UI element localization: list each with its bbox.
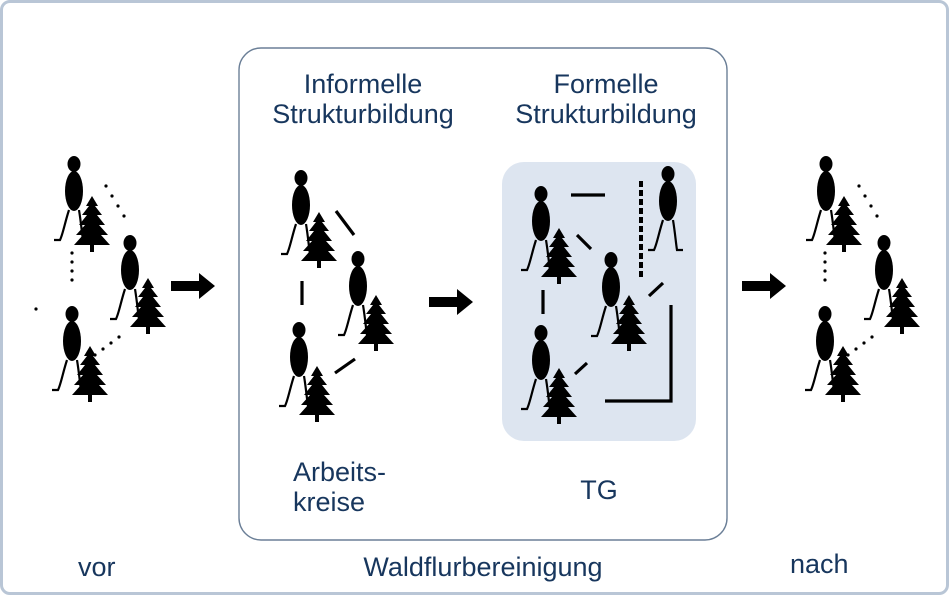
tree-icon: [130, 278, 166, 334]
formal-heading-line2: Strukturbildung: [515, 99, 697, 129]
formal-heading: Formelle Strukturbildung: [491, 69, 721, 129]
group-formal: [519, 164, 685, 424]
diagram-canvas: [34, 47, 920, 541]
dotted-link: [34, 184, 126, 357]
arrow-right-icon: [742, 273, 786, 299]
label-process: Waldflurbereinigung: [363, 552, 603, 582]
label-after: nach: [790, 549, 849, 579]
informal-heading: Informelle Strukturbildung: [249, 69, 477, 129]
tree-icon: [299, 366, 335, 422]
informal-heading-line1: Informelle: [303, 69, 423, 99]
group-before: [34, 154, 166, 402]
connection-line: [300, 210, 356, 375]
informal-caption-line2: kreise: [293, 487, 366, 517]
informal-caption-line1: Arbeits-: [293, 457, 387, 487]
label-before: vor: [78, 552, 116, 582]
formal-caption: TG: [580, 475, 618, 505]
tree-icon: [884, 278, 920, 334]
tree-icon: [358, 295, 394, 351]
formal-heading-line1: Formelle: [553, 69, 659, 99]
arrow-right-icon: [171, 273, 215, 299]
informal-heading-line2: Strukturbildung: [272, 99, 454, 129]
process-box: [238, 47, 728, 541]
group-after: [803, 154, 920, 402]
tg-box: [502, 162, 696, 441]
group-informal: [277, 168, 394, 422]
informal-caption: Arbeits- kreise: [293, 457, 386, 517]
connection-line: [541, 181, 673, 403]
person-icon: [279, 168, 318, 256]
arrow-right-icon: [429, 289, 473, 315]
dotted-link: [823, 184, 879, 357]
